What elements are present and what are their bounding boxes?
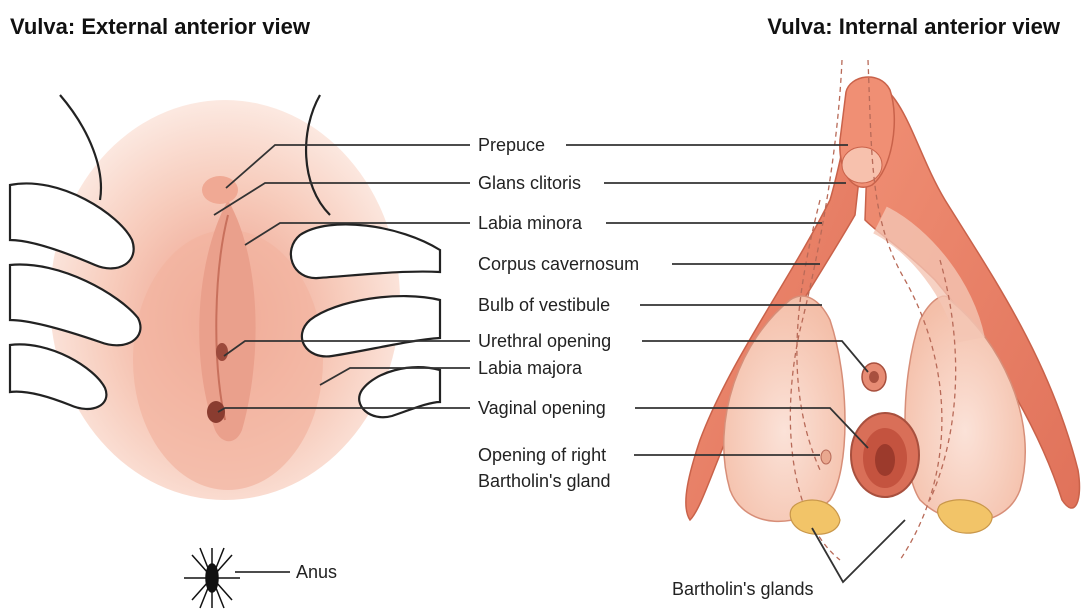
label-glans-clitoris: Glans clitoris bbox=[478, 172, 581, 194]
internal-vulva-figure bbox=[686, 60, 1080, 560]
label-opening-right-bartholin-line1: Opening of right bbox=[478, 444, 606, 466]
label-prepuce: Prepuce bbox=[478, 134, 545, 156]
label-anus: Anus bbox=[296, 561, 337, 583]
vaginal-opening-shape bbox=[207, 401, 225, 423]
prepuce-internal-shape bbox=[842, 147, 882, 183]
urethral-opening-shape bbox=[216, 343, 228, 361]
label-labia-minora: Labia minora bbox=[478, 212, 582, 234]
label-urethral-opening: Urethral opening bbox=[478, 330, 611, 352]
anus-shape bbox=[184, 548, 240, 608]
label-bulb-of-vestibule: Bulb of vestibule bbox=[478, 294, 610, 316]
label-vaginal-opening: Vaginal opening bbox=[478, 397, 606, 419]
bartholin-opening-shape bbox=[821, 450, 831, 464]
prepuce-shape bbox=[202, 176, 238, 204]
label-opening-right-bartholin-line2: Bartholin's gland bbox=[478, 470, 611, 492]
label-labia-majora: Labia majora bbox=[478, 357, 582, 379]
external-vulva-figure bbox=[10, 95, 440, 608]
left-bartholin-gland-shape bbox=[790, 500, 840, 534]
label-corpus-cavernosum: Corpus cavernosum bbox=[478, 253, 639, 275]
label-bartholins-glands: Bartholin's glands bbox=[672, 578, 814, 600]
